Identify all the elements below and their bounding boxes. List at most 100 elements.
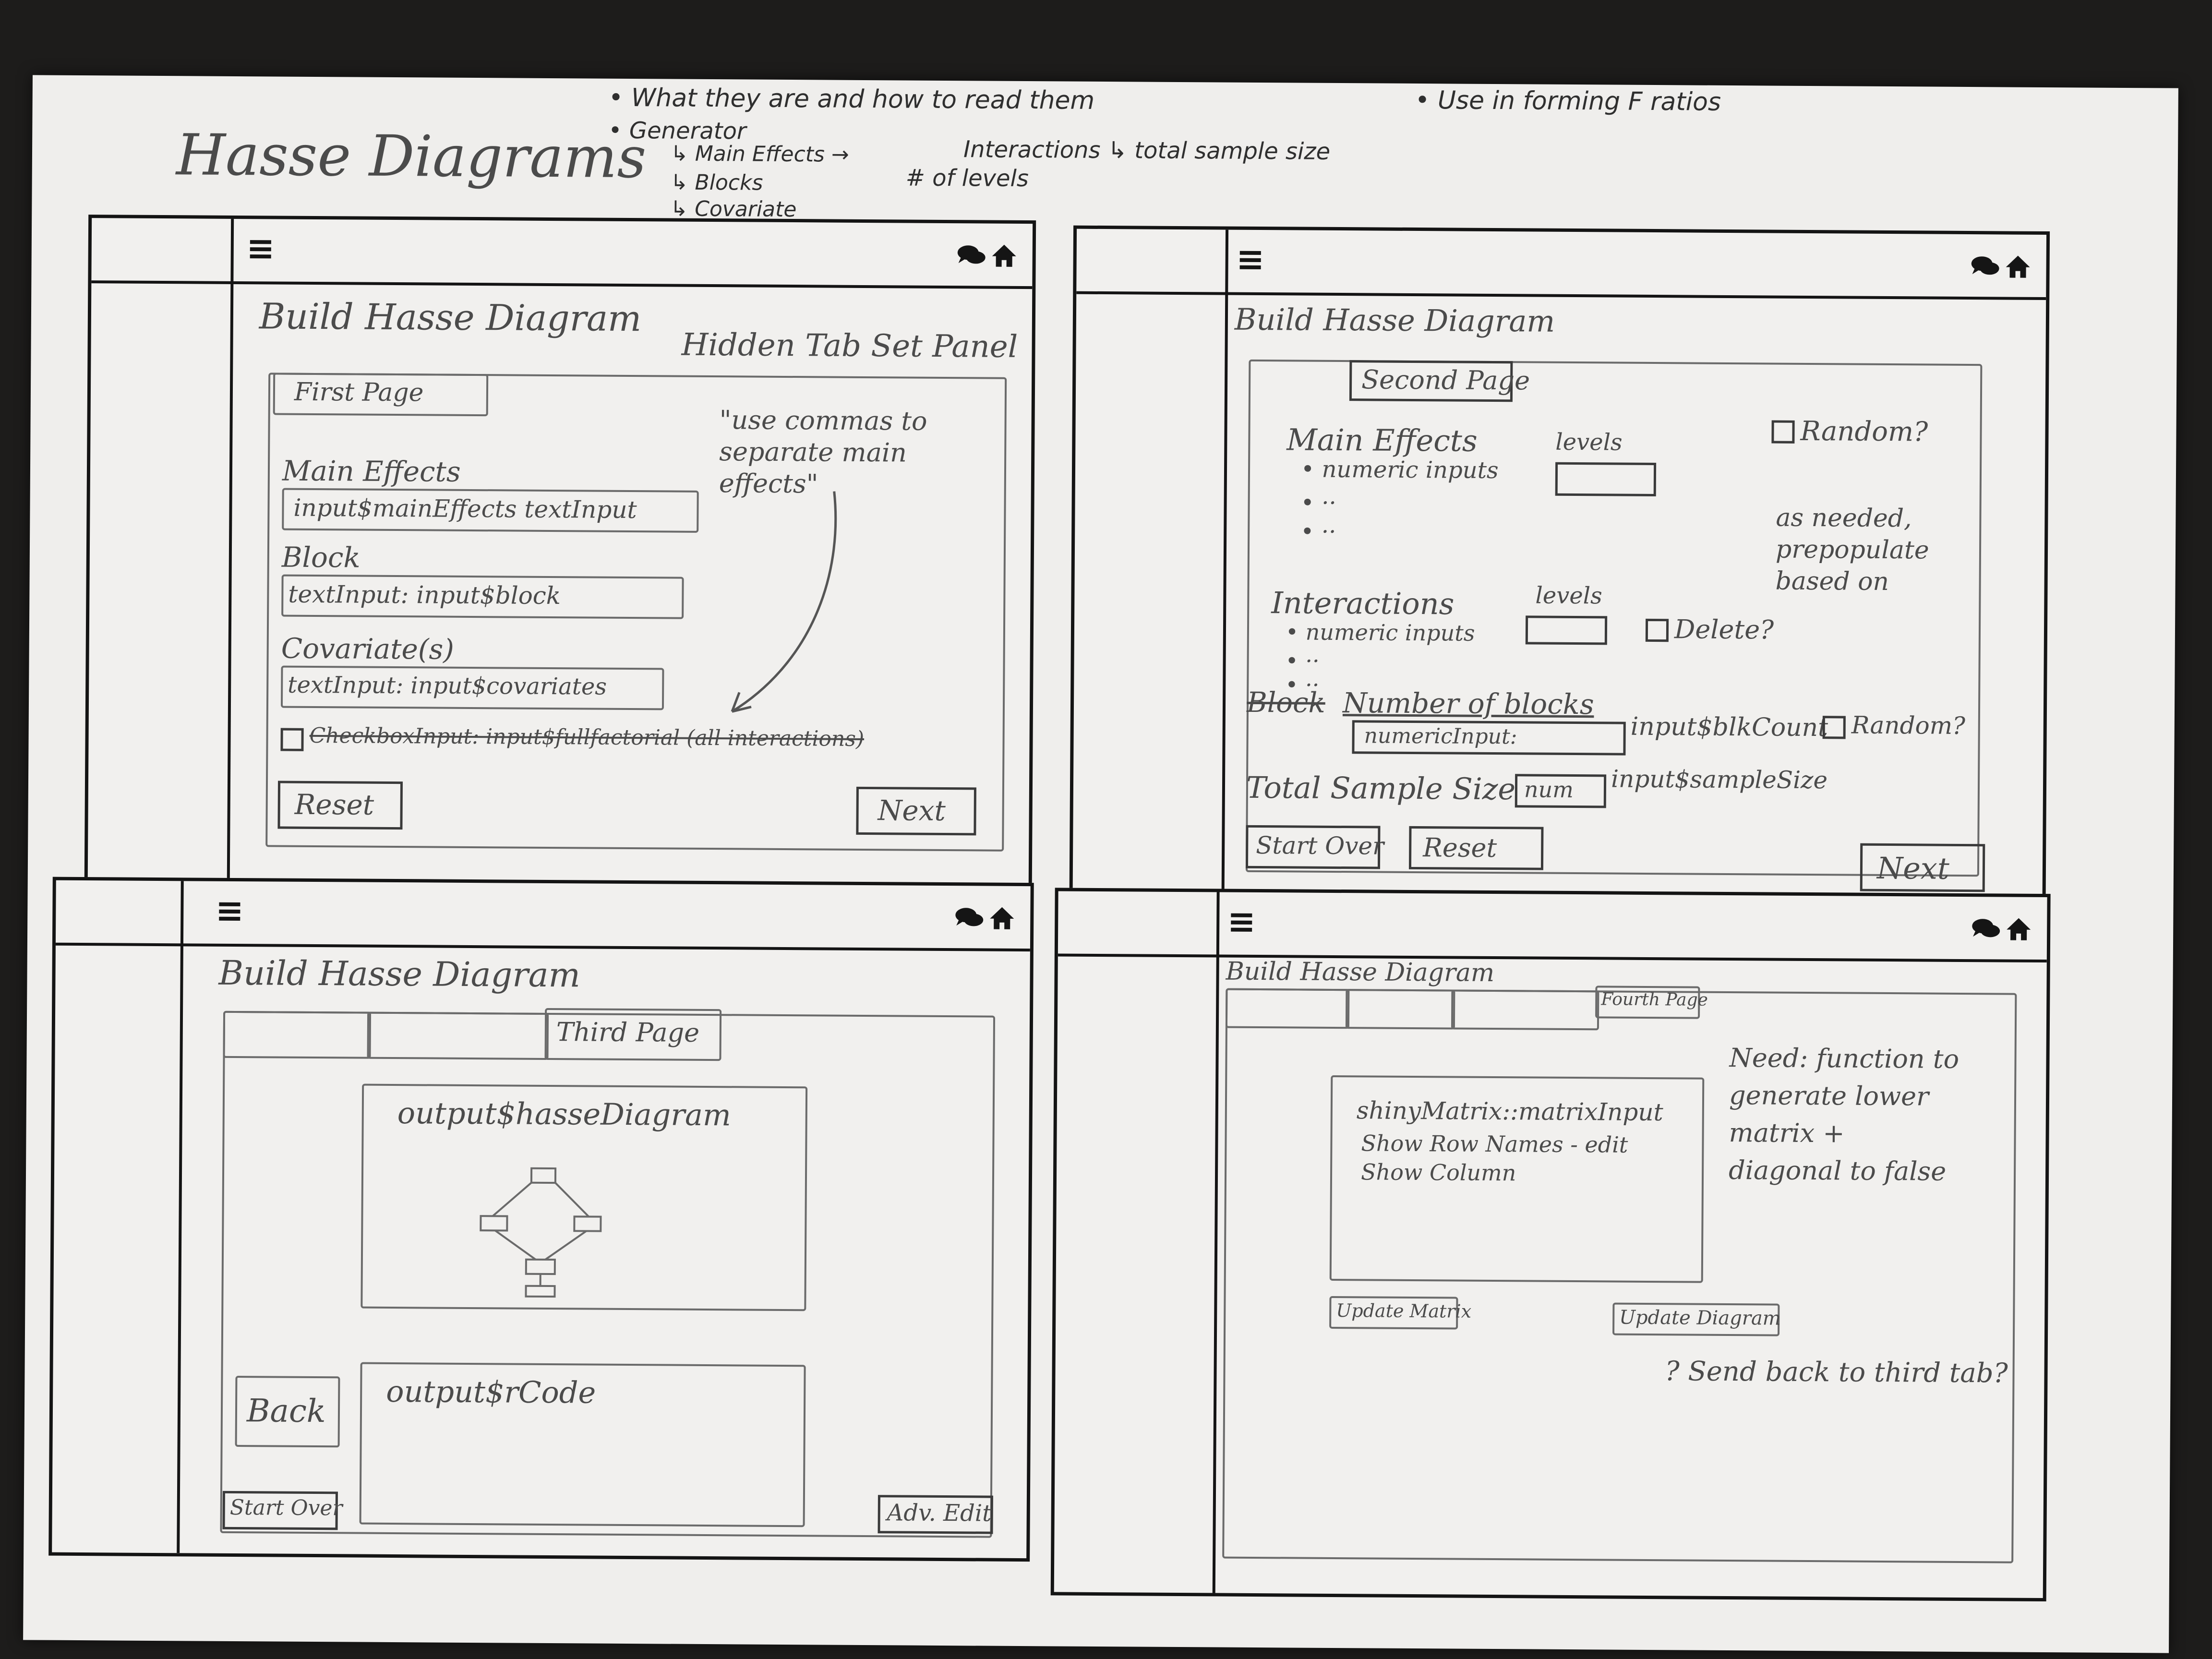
blk-count-label: input$blkCount [1630,712,1828,743]
note-text: Main Effects [695,141,825,167]
home-icon[interactable] [991,244,1017,268]
hamburger-menu-icon[interactable] [219,902,240,924]
comments-icon[interactable] [1971,917,2001,940]
interactions-label: Interactions [1271,585,1455,622]
panel-first-page: Build Hasse Diagram Hidden Tab Set Panel… [84,215,1036,900]
back-button[interactable]: Back [235,1376,340,1448]
button-label: Next [878,794,946,828]
sample-size-input[interactable]: num [1515,774,1607,808]
button-label: Next [1876,850,1950,886]
total-sample-size-label: Total Sample Size [1246,769,1516,807]
hamburger-menu-icon[interactable] [250,240,271,262]
note-text: What they are and how to read them [631,83,1095,115]
comments-icon[interactable] [1970,255,2000,278]
input-label: textInput: input$block [288,580,561,610]
start-over-button[interactable]: Start Over [222,1491,343,1530]
button-label: Reset [294,788,374,821]
main-effects-input[interactable]: input$mainEffects textInput [282,488,699,533]
note-blocks: ↳ Blocks [670,170,763,195]
paper-sheet: Hasse Diagrams • What they are and how t… [23,75,2178,1653]
blk-count-input[interactable]: numericInput: [1352,720,1626,756]
delete-label: Delete? [1674,614,1774,645]
adv-edit-button[interactable]: Adv. Edit [878,1495,993,1534]
sidebar [52,880,184,1553]
input-label: num [1524,776,1574,803]
need-function-note: Need: function to generate lower matrix … [1728,1043,1960,1187]
tab-first[interactable] [1225,988,1350,1029]
sidebar [1072,228,1229,907]
next-button[interactable]: Next [856,786,976,836]
block-random-label: Random? [1851,711,1966,740]
delete-checkbox[interactable] [1645,618,1669,642]
tab-third-page[interactable]: Third Page [544,1008,722,1061]
button-label: Update Diagram [1619,1306,1781,1330]
sidebar [1054,891,1220,1593]
panel-title: Build Hasse Diagram [218,953,581,995]
arrow-annotation [731,491,837,713]
update-diagram-button[interactable]: Update Diagram [1612,1302,1781,1336]
button-label: Reset [1423,832,1497,864]
home-icon[interactable] [2006,917,2032,941]
matrix-input[interactable]: shinyMatrix::matrixInput Show Row Names … [1329,1075,1705,1283]
reset-button[interactable]: Reset [1408,826,1544,870]
tab-second[interactable] [367,1011,549,1060]
app-header [91,218,1033,289]
sidebar [87,218,234,891]
comments-icon[interactable] [954,906,984,929]
start-over-button[interactable]: Start Over [1245,825,1384,869]
note-text: Blocks [695,170,763,195]
block-label: Block [281,541,361,574]
hamburger-menu-icon[interactable] [1231,913,1252,935]
block-random-checkbox[interactable] [1822,716,1846,739]
tab-second-page[interactable]: Second Page [1349,360,1530,402]
main-effects-label: Main Effects [1286,422,1478,458]
covariate-label: Covariate(s) [281,632,455,666]
tab-third[interactable] [1451,989,1599,1031]
hamburger-menu-icon[interactable] [1239,251,1261,273]
comments-icon[interactable] [957,244,986,267]
matrix-line: shinyMatrix::matrixInput [1356,1096,1663,1127]
levels-input[interactable] [1555,462,1657,497]
panel-title: Build Hasse Diagram [259,296,642,340]
header-icons [1970,254,2031,279]
app-header [1076,228,2047,301]
home-icon[interactable] [2005,254,2031,278]
button-label: Back [246,1392,326,1430]
home-icon[interactable] [989,906,1015,930]
note-text: Interactions [963,136,1101,164]
covariate-input[interactable]: textInput: input$covariates [280,665,664,710]
note-generator: • Generator [608,117,746,145]
matrix-line: Show Row Names - edit [1361,1130,1628,1158]
tab-first[interactable] [223,1010,372,1059]
button-label: Adv. Edit [887,1499,992,1527]
tab-second[interactable] [1345,989,1455,1030]
output-label: output$hasseDiagram [397,1095,731,1133]
note-main-effects: ↳ Main Effects → [670,141,849,167]
reset-button[interactable]: Reset [277,781,403,830]
r-code-output: output$rCode [359,1362,806,1527]
header-icons [1971,917,2032,941]
input-label: textInput: input$covariates [288,671,607,700]
random-checkbox[interactable] [1771,420,1795,444]
bullet-placeholder: • ·· [1300,489,1336,517]
interactions-levels-input[interactable] [1525,615,1608,645]
button-label: Start Over [1256,831,1384,860]
note-text: Generator [629,117,746,145]
full-factorial-checkbox[interactable] [280,728,304,751]
block-input[interactable]: textInput: input$block [281,574,684,619]
tab-fourth-page[interactable]: Fourth Page [1595,986,1708,1019]
numeric-inputs-text: numeric inputs [1322,456,1499,484]
tab-label: Third Page [556,1017,700,1048]
next-button[interactable]: Next [1860,843,1985,892]
update-matrix-button[interactable]: Update Matrix [1329,1296,1471,1330]
note-interactions: Interactions ↳ total sample size [963,136,1331,165]
input-label: numericInput: [1364,723,1517,749]
page-title: Hasse Diagrams [176,121,647,191]
sample-size-label: input$sampleSize [1611,765,1828,794]
random-label: Random? [1800,415,1928,448]
main-effects-label: Main Effects [282,454,461,488]
numeric-inputs-label: • numeric inputs [1300,456,1499,484]
button-label: Update Matrix [1336,1300,1472,1322]
hasse-diagram-output: output$hasseDiagram [361,1083,808,1311]
tab-first-page[interactable]: First Page [273,373,489,417]
